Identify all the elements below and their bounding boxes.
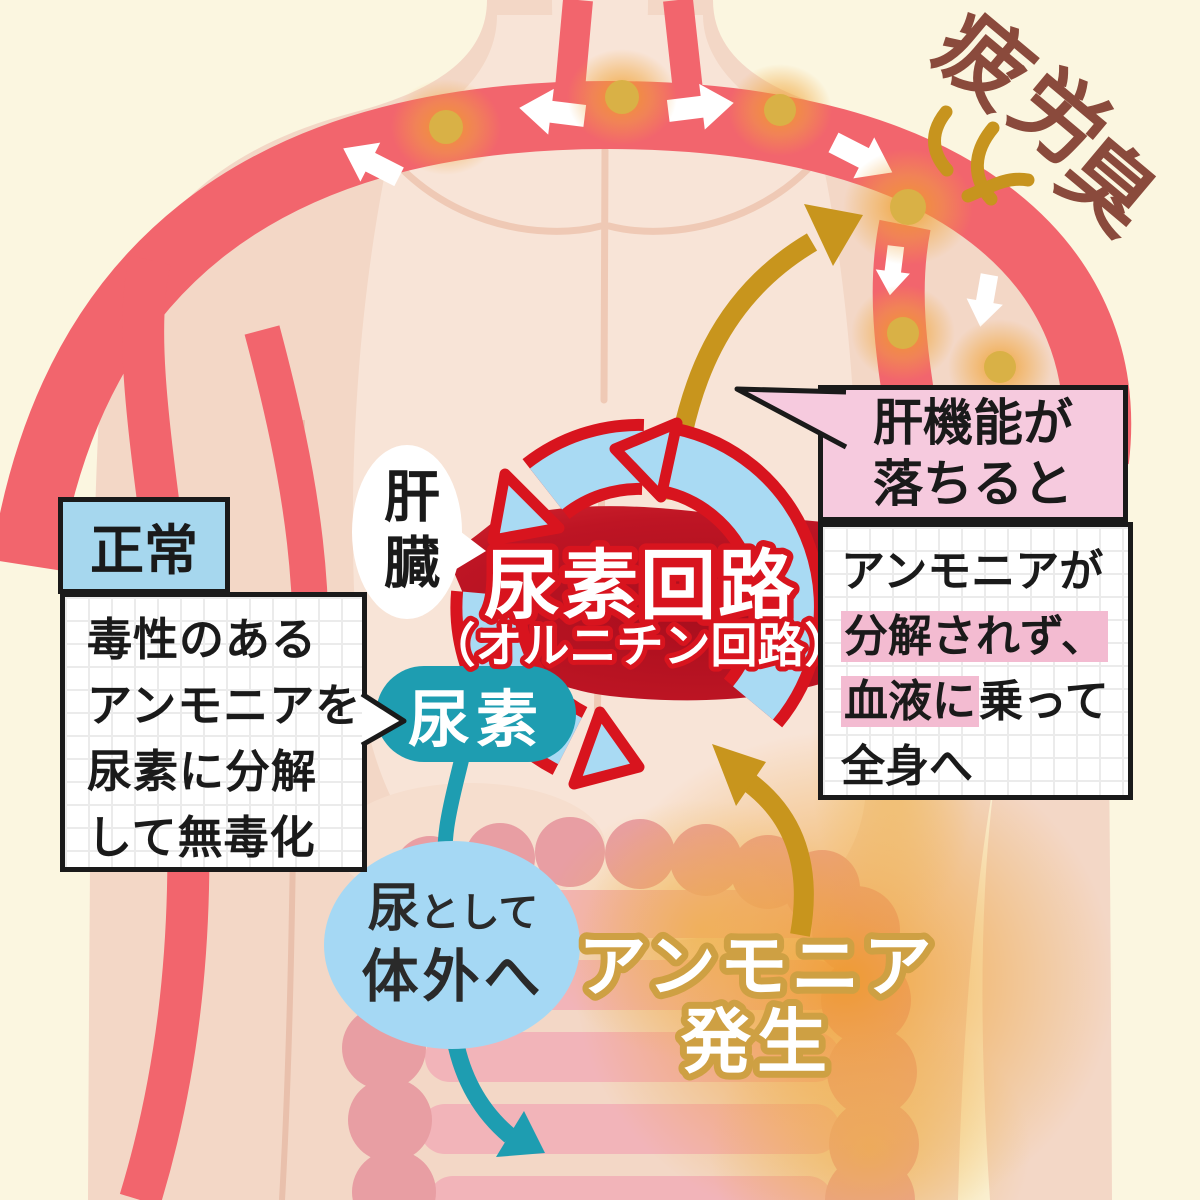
impaired-tab-line: 肝機能が: [873, 394, 1073, 451]
impaired-tab: 肝機能が 落ちると: [818, 385, 1128, 522]
cycle-subtitle: （オルニチン回路）: [429, 619, 852, 672]
normal-tab: 正常: [58, 497, 230, 594]
urea-bubble-label: 尿素: [407, 686, 544, 755]
neck-vessel-right: [663, 0, 704, 102]
urine-line2: 体外へ: [361, 945, 545, 1009]
arrow-gut-to-liver: [743, 775, 814, 937]
normal-box-line: アンモニアを: [87, 680, 362, 731]
arrow-ammonia-to-body-head: [804, 204, 863, 266]
impaired-box: アンモニアが 分解されず、 血液に乗って 全身へ: [818, 522, 1133, 800]
urea-bubble-shape: [376, 666, 576, 762]
liver-bubble-label: 肝臓: [376, 467, 440, 599]
urine-bubble-shape: [324, 841, 580, 1049]
urine-arrow-head: [496, 1111, 545, 1157]
impaired-tab-line: 落ちると: [873, 455, 1073, 512]
highlighted-text: 分解されず、: [841, 611, 1108, 662]
urine-line1-head: 尿: [367, 880, 420, 938]
normal-box-line: 尿素に分解: [87, 746, 318, 797]
urine-line1: 尿として: [322, 878, 584, 944]
impaired-box-line: アンモニアが: [841, 547, 1104, 596]
ammonia-source-line1: アンモニア: [578, 929, 935, 1005]
smell-lines-icon: [928, 105, 1035, 206]
impaired-box-line: 全身へ: [841, 742, 973, 791]
impaired-box-line: 血液に乗って: [841, 669, 1128, 734]
normal-box-line: して無毒化: [87, 812, 316, 863]
impaired-box-text: 乗って: [979, 677, 1109, 726]
normal-box-line: 毒性のある: [87, 614, 318, 665]
ammonia-source-line2: 発生: [681, 1003, 833, 1081]
cycle-title: 尿素回路: [484, 544, 796, 629]
urine-line1-tail: として: [419, 891, 539, 935]
impaired-box-line: 分解されず、: [841, 604, 1128, 669]
urine-bubble-label: 尿として 体外へ: [322, 878, 584, 1018]
liver-bubble-shape: [352, 445, 486, 619]
normal-box: 毒性のある アンモニアを 尿素に分解 して無毒化: [60, 592, 367, 872]
arrow-gut-to-liver-head: [712, 744, 766, 806]
highlighted-text: 血液に: [841, 676, 979, 727]
